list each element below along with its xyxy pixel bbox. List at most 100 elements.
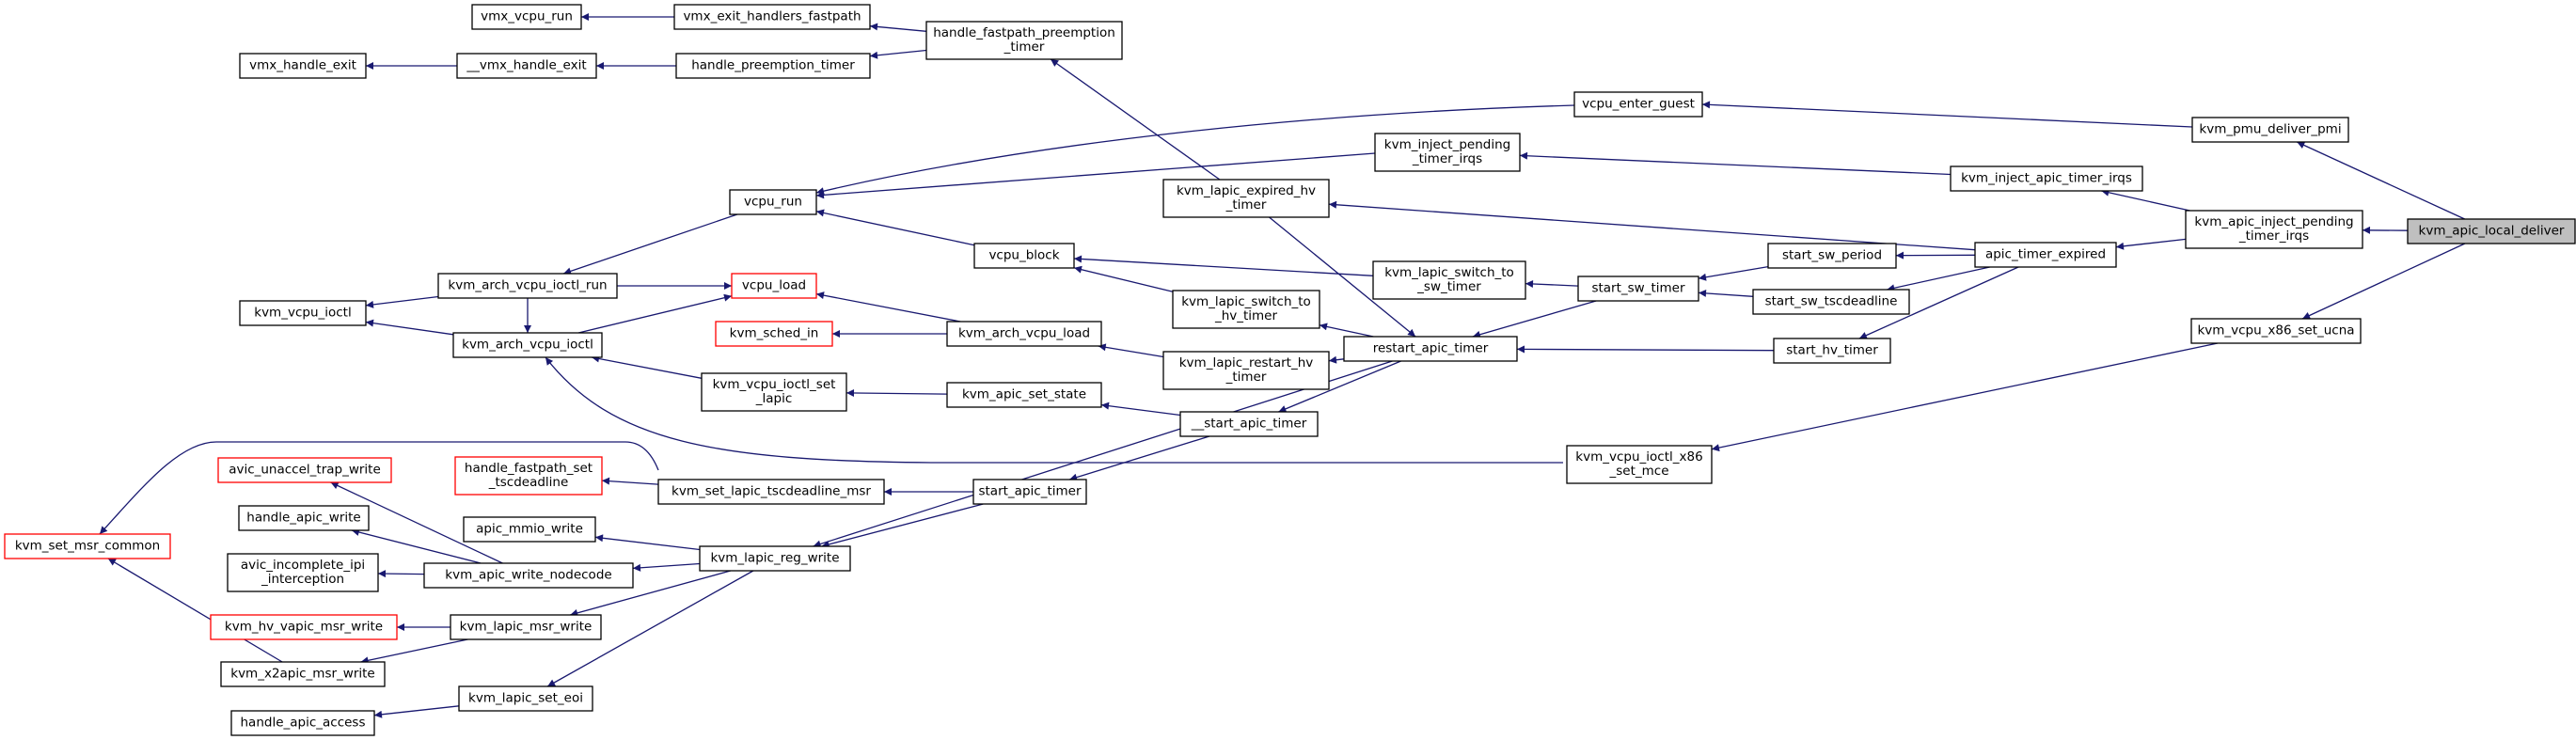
node-kvm-lapic-msr-write[interactable]: kvm_lapic_msr_write — [450, 614, 602, 640]
node-label: kvm_lapic_switch_to — [1384, 265, 1514, 280]
node-label: kvm_set_msr_common — [15, 539, 160, 554]
node-kvm-pmu-deliver-pmi[interactable]: kvm_pmu_deliver_pmi — [2191, 117, 2349, 143]
node-kvm-apic-write-nodecode[interactable]: kvm_apic_write_nodecode — [423, 562, 634, 589]
edge-pmu-to-root — [2297, 141, 2465, 220]
node-vcpu-load[interactable]: vcpu_load — [731, 273, 817, 299]
edge-archioctl-to-ioctlset — [591, 354, 703, 379]
node-kvm-apic-local-deliver[interactable]: kvm_apic_local_deliver — [2407, 218, 2576, 244]
node-handle-fastpath-preemption-timer[interactable]: handle_fastpath_preemption_timer — [925, 21, 1123, 60]
edge-mmio-to-regwrite — [594, 534, 701, 551]
node-kvm-lapic-set-eoi[interactable]: kvm_lapic_set_eoi — [458, 685, 593, 712]
node-vmx-handle-exit[interactable]: __vmx_handle_exit — [456, 53, 597, 79]
node-label: _timer — [1225, 197, 1267, 213]
node-kvm-arch-vcpu-ioctl-run[interactable]: kvm_arch_vcpu_ioctl_run — [437, 273, 618, 299]
node-vcpu-block[interactable]: vcpu_block — [973, 243, 1075, 269]
node-box — [2190, 318, 2362, 344]
node-start-hv-timer[interactable]: start_hv_timer — [1773, 338, 1891, 364]
node-apic-timer-expired[interactable]: apic_timer_expired — [1974, 242, 2117, 268]
edge-hpt-to-hfpt — [869, 49, 927, 59]
edge-hfst-to-tscmsr — [601, 477, 659, 485]
node-label: restart_apic_timer — [1373, 341, 1489, 356]
node-kvm-lapic-switch-to-sw-timer[interactable]: kvm_lapic_switch_to_sw_timer — [1372, 260, 1526, 300]
node-box — [715, 321, 833, 347]
node-box — [1162, 351, 1330, 390]
edge-hfpt-to-expired — [1050, 58, 1221, 181]
node-kvm-apic-inject-pending-timer-irqs[interactable]: kvm_apic_inject_pending_timer_irqs — [2185, 210, 2363, 249]
node-label: vcpu_enter_guest — [1582, 97, 1695, 112]
node-box — [1974, 242, 2117, 268]
node-box — [973, 243, 1075, 269]
node-kvm-set-msr-common[interactable]: kvm_set_msr_common — [4, 533, 171, 559]
node-kvm-lapic-switch-to-hv-timer[interactable]: kvm_lapic_switch_to_hv_timer — [1172, 290, 1320, 329]
edge-setmsr-to-tscmsr — [99, 441, 659, 535]
node-label: kvm_vcpu_ioctl — [254, 306, 351, 321]
node-apic-mmio-write[interactable]: apic_mmio_write — [463, 516, 596, 543]
node-kvm-lapic-restart-hv-timer[interactable]: kvm_lapic_restart_hv_timer — [1162, 351, 1330, 390]
node-label: kvm_arch_vcpu_ioctl_run — [448, 278, 607, 293]
node-start-sw-period[interactable]: start_sw_period — [1767, 243, 1897, 269]
edge-hapica-to-seteoi — [373, 705, 460, 718]
node-start-apic-timer[interactable]: __start_apic_timer — [1179, 411, 1319, 437]
node-vmx-handle-exit[interactable]: vmx_handle_exit — [239, 53, 367, 79]
node-label: _tscdeadline — [488, 475, 569, 490]
node-box — [454, 456, 603, 496]
node-box — [1372, 260, 1526, 300]
node-kvm-vcpu-ioctl[interactable]: kvm_vcpu_ioctl — [239, 300, 367, 326]
node-label: kvm_apic_inject_pending — [2194, 214, 2353, 229]
nodes-layer: kvm_apic_local_deliver kvm_pmu_deliver_pm… — [4, 4, 2576, 736]
node-box — [239, 300, 367, 326]
node-kvm-inject-apic-timer-irqs[interactable]: kvm_inject_apic_timer_irqs — [1950, 165, 2143, 192]
node-kvm-lapic-expired-hv-timer[interactable]: kvm_lapic_expired_hv_timer — [1162, 179, 1330, 218]
node-box — [925, 21, 1123, 60]
node-label: kvm_apic_write_nodecode — [445, 568, 611, 583]
node-label: start_sw_timer — [1591, 281, 1685, 296]
node-box — [4, 533, 171, 559]
node-vmx-vcpu-run[interactable]: vmx_vcpu_run — [471, 4, 582, 30]
node-kvm-set-lapic-tscdeadline-msr[interactable]: kvm_set_lapic_tscdeadline_msr — [657, 479, 885, 505]
edge-startapic-to-startapic2 — [1068, 435, 1210, 481]
node-kvm-lapic-reg-write[interactable]: kvm_lapic_reg_write — [699, 545, 851, 572]
node-restart-apic-timer[interactable]: restart_apic_timer — [1343, 336, 1518, 362]
node-box — [946, 382, 1102, 408]
node-label: kvm_vcpu_ioctl_x86 — [1575, 449, 1702, 464]
node-kvm-inject-pending-timer-irqs[interactable]: kvm_inject_pending_timer_irqs — [1374, 133, 1521, 172]
node-label: handle_fastpath_preemption — [933, 25, 1115, 40]
node-kvm-vcpu-ioctl-x86-set-mce[interactable]: kvm_vcpu_ioctl_x86_set_mce — [1566, 445, 1713, 484]
node-box — [456, 53, 597, 79]
edge-ate-to-injpend — [2115, 238, 2187, 250]
node-box — [227, 553, 379, 592]
node-label: kvm_inject_apic_timer_irqs — [1961, 171, 2132, 186]
node-vmx-exit-handlers-fastpath[interactable]: vmx_exit_handlers_fastpath — [673, 4, 871, 30]
node-label: kvm_lapic_reg_write — [710, 551, 839, 566]
node-kvm-hv-vapic-msr-write[interactable]: kvm_hv_vapic_msr_write — [210, 614, 398, 640]
edge-vcpuioctl-to-archrun — [365, 295, 439, 308]
node-vcpu-run[interactable]: vcpu_run — [729, 189, 817, 215]
node-box — [729, 189, 817, 215]
edge-vcpurun-to-enterguest — [815, 104, 1575, 196]
node-kvm-arch-vcpu-ioctl[interactable]: kvm_arch_vcpu_ioctl — [452, 332, 603, 358]
node-kvm-vcpu-ioctl-set-lapic[interactable]: kvm_vcpu_ioctl_set_lapic — [701, 372, 847, 412]
edge-x2apic-to-msrwrite — [360, 638, 468, 665]
node-kvm-arch-vcpu-load[interactable]: kvm_arch_vcpu_load — [946, 321, 1102, 347]
node-label: _timer_irqs — [2238, 228, 2309, 244]
node-start-sw-timer[interactable]: start_sw_timer — [1577, 276, 1699, 302]
node-handle-preemption-timer[interactable]: handle_preemption_timer — [675, 53, 871, 79]
node-kvm-vcpu-x86-set-ucna[interactable]: kvm_vcpu_x86_set_ucna — [2190, 318, 2362, 344]
node-kvm-x2apic-msr-write[interactable]: kvm_x2apic_msr_write — [220, 661, 386, 687]
node-start-sw-tscdeadline[interactable]: start_sw_tscdeadline — [1752, 289, 1910, 315]
edge-restart-to-swtimer — [1472, 300, 1597, 339]
node-vcpu-enter-guest[interactable]: vcpu_enter_guest — [1573, 91, 1703, 118]
edge-injapic-to-injpend — [2101, 188, 2190, 212]
node-handle-apic-access[interactable]: handle_apic_access — [230, 710, 375, 736]
node-kvm-apic-set-state[interactable]: kvm_apic_set_state — [946, 382, 1102, 408]
node-avic-incomplete-ipi-interception[interactable]: avic_incomplete_ipi_interception — [227, 553, 379, 592]
node-label: vcpu_load — [742, 278, 806, 293]
node-label: avic_unaccel_trap_write — [229, 463, 381, 478]
node-start-apic-timer[interactable]: start_apic_timer — [972, 479, 1087, 505]
node-kvm-sched-in[interactable]: kvm_sched_in — [715, 321, 833, 347]
node-handle-fastpath-set-tscdeadline[interactable]: handle_fastpath_set_tscdeadline — [454, 456, 603, 496]
edge-restart-to-hvtimer — [1516, 345, 1775, 354]
node-handle-apic-write[interactable]: handle_apic_write — [238, 505, 370, 531]
node-avic-unaccel-trap-write[interactable]: avic_unaccel_trap_write — [217, 457, 392, 483]
edge-archioctl-to-mce — [545, 356, 1563, 464]
